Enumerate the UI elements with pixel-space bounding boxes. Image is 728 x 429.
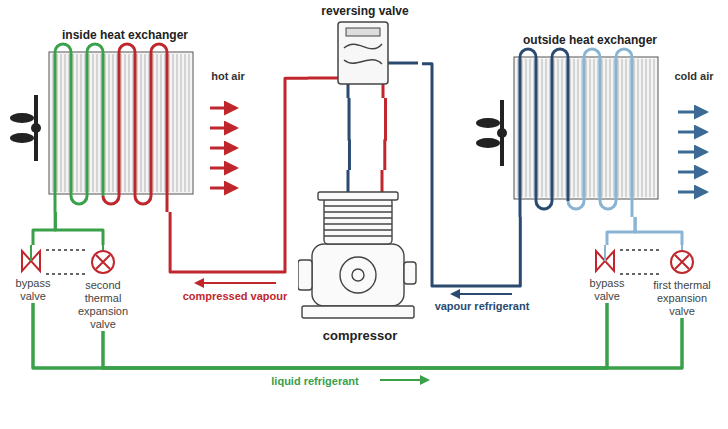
heat-exchanger: inside heat exchanger xyxy=(43,28,207,212)
refrigerant-pipe xyxy=(607,217,635,245)
part-heading: outside heat exchanger xyxy=(508,33,672,47)
refrigerant-pipe xyxy=(33,212,55,245)
reversing-valve-symbol xyxy=(308,18,418,98)
compressor: compressor xyxy=(298,170,422,343)
refrigerant-pipe xyxy=(383,98,387,170)
refrigerant-pipe xyxy=(103,318,682,368)
bypass-valve: bypass valve xyxy=(6,245,60,303)
part-label: compressor xyxy=(298,328,422,343)
refrigerant-pipe xyxy=(55,212,103,245)
part-label: first thermal expansion valve xyxy=(648,279,716,318)
fan xyxy=(10,95,41,161)
compressor-symbol xyxy=(298,170,418,328)
expansion-valve: first thermal expansion valve xyxy=(640,245,724,318)
expansion-valve: second thermal expansion valve xyxy=(64,245,142,331)
fan xyxy=(476,100,507,166)
air-label: cold air xyxy=(674,70,714,83)
flow-label: vapour refrigerant xyxy=(432,300,532,313)
part-heading: reversing valve xyxy=(308,4,422,18)
part-label: bypass valve xyxy=(580,277,634,303)
air-arrows xyxy=(678,112,706,192)
part-label: bypass valve xyxy=(6,277,60,303)
refrigerant-pipe xyxy=(422,64,520,286)
flow-arrow xyxy=(380,379,428,381)
expansion-valve-symbol xyxy=(640,245,724,277)
bypass-valve: bypass valve xyxy=(580,245,634,303)
part-heading: inside heat exchanger xyxy=(43,28,207,42)
air-arrows xyxy=(210,108,236,188)
flow-arrow xyxy=(452,293,512,295)
air-label: hot air xyxy=(208,70,248,83)
refrigerant-pipe xyxy=(348,98,351,170)
reversing-valve: reversing valve xyxy=(308,4,422,98)
part-label: second thermal expansion valve xyxy=(72,279,134,331)
heat-exchanger: outside heat exchanger xyxy=(508,33,672,217)
refrigerant-pipe xyxy=(33,303,682,368)
bypass-valve-symbol xyxy=(580,245,630,277)
heat-exchanger-symbol xyxy=(508,47,668,217)
refrigerant-pipe xyxy=(103,303,607,368)
bypass-valve-symbol xyxy=(6,245,56,277)
flow-arrow xyxy=(196,282,276,284)
refrigerant-pipe xyxy=(635,217,682,245)
flow-label: compressed vapour xyxy=(180,290,290,303)
flow-label: liquid refrigerant xyxy=(250,375,380,388)
heat-exchanger-symbol xyxy=(43,42,203,212)
expansion-valve-symbol xyxy=(64,245,142,277)
